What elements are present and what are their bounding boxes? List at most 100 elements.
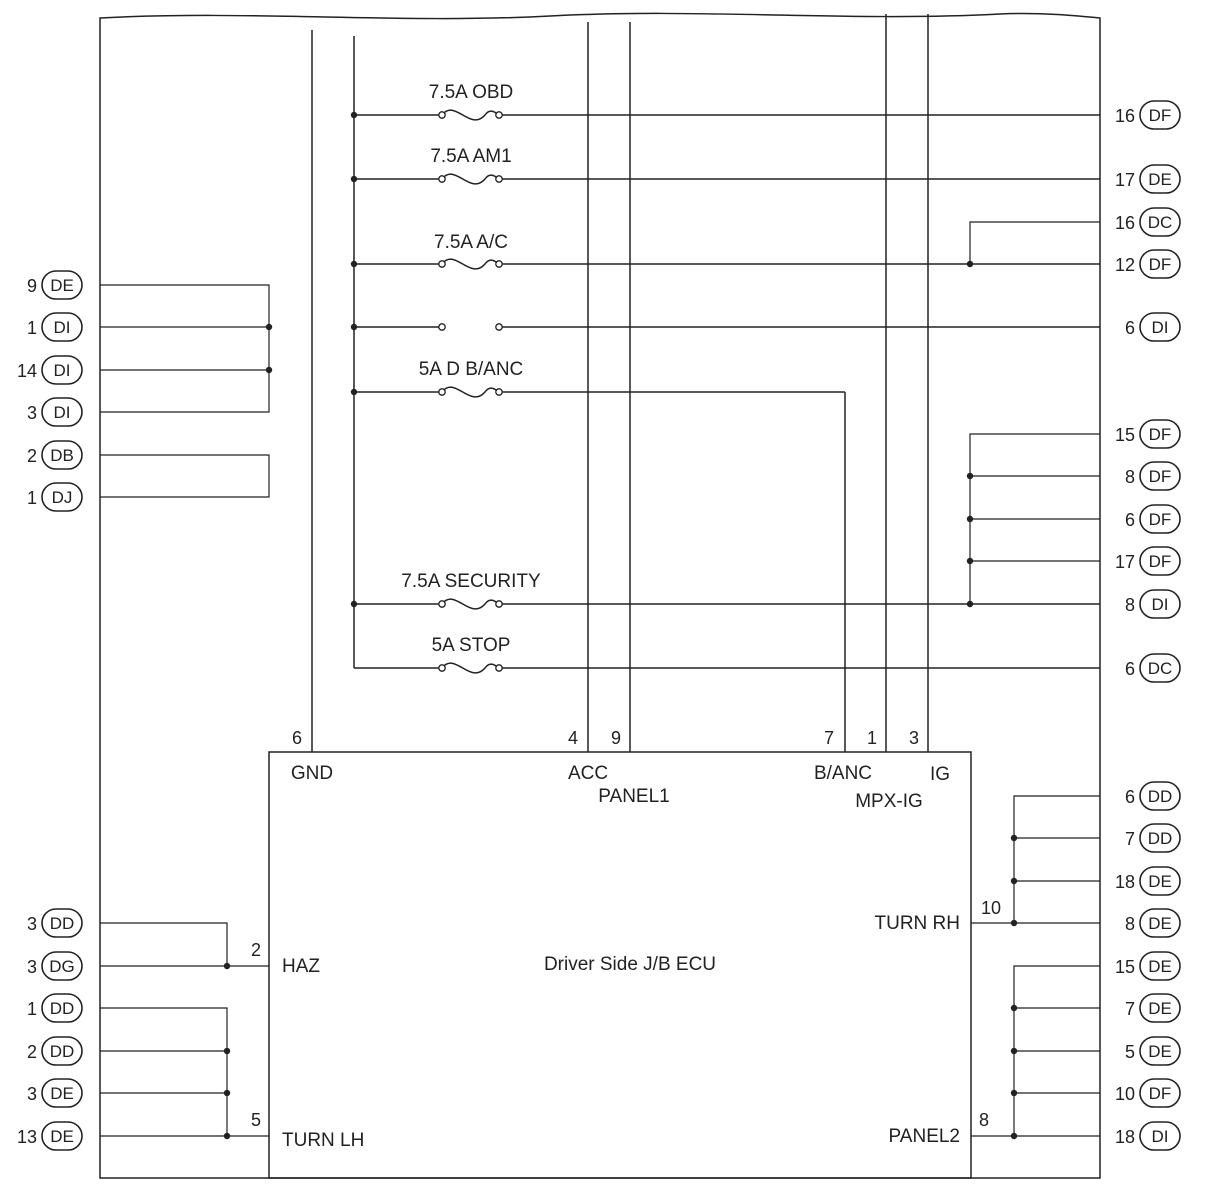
connector-pill [41, 1121, 83, 1151]
connector-code: DE [1148, 914, 1172, 933]
left-connector-0: DE9 [27, 270, 83, 300]
connector-pin: 1 [27, 488, 37, 508]
connector-pin: 6 [1125, 510, 1135, 530]
connector-pill [41, 951, 83, 981]
terminal-turn-lh: TURN LH [282, 1130, 364, 1151]
right-upper-wiring [969, 221, 1100, 604]
connector-pill [1139, 461, 1181, 491]
right-connector-14: DE 8 [1125, 908, 1181, 938]
connector-code: DI [1152, 1127, 1169, 1146]
left-connector-7: DG3 [27, 951, 83, 981]
connector-pill [1139, 951, 1181, 981]
fuse-labels: 7.5A OBD 7.5A AM1 7.5A A/C 5A D B/ANC 7.… [401, 82, 541, 656]
junction-block-outline [99, 12, 1101, 1179]
connector-code: DJ [52, 488, 73, 507]
connector-code: DF [1149, 425, 1172, 444]
connector-code: DB [50, 446, 74, 465]
connector-pill [1139, 546, 1181, 576]
connector-pin: 18 [1115, 872, 1135, 892]
left-connector-10: DE3 [27, 1078, 83, 1108]
terminal-banc: B/ANC [814, 763, 872, 784]
right-connector-7: DF 6 [1125, 504, 1181, 534]
left-connector-9: DD2 [27, 1036, 83, 1066]
connector-pin: 8 [1125, 595, 1135, 615]
pin-panel1: 9 [611, 728, 621, 748]
connector-pill [41, 1078, 83, 1108]
fuse-label-security: 7.5A SECURITY [401, 571, 541, 592]
fuse-label-d-banc: 5A D B/ANC [419, 359, 524, 380]
connector-pill [41, 355, 83, 385]
connector-code: DF [1149, 1084, 1172, 1103]
connector-code: DC [1148, 213, 1173, 232]
terminal-acc: ACC [568, 763, 608, 784]
connector-pill [41, 993, 83, 1023]
connector-pill [41, 270, 83, 300]
terminal-ig: IG [930, 764, 950, 785]
connector-code: DE [50, 1127, 74, 1146]
connector-pill [1139, 993, 1181, 1023]
connector-code: DE [1148, 872, 1172, 891]
connector-pill [1139, 589, 1181, 619]
connector-pin: 2 [27, 446, 37, 466]
connector-code: DI [54, 318, 71, 337]
connector-code: DE [50, 1084, 74, 1103]
pin-haz: 2 [251, 940, 261, 960]
connector-code: DE [1148, 170, 1172, 189]
connector-pin: 16 [1115, 213, 1135, 233]
connector-code: DD [1148, 829, 1173, 848]
right-connector-13: DE 18 [1115, 866, 1181, 896]
connector-pill [1139, 823, 1181, 853]
connector-pin: 8 [1125, 467, 1135, 487]
connector-pill [1139, 164, 1181, 194]
left-connector-1: DI1 [27, 312, 83, 342]
connector-pin: 8 [1125, 914, 1135, 934]
connector-pill [1139, 653, 1181, 683]
connector-pin: 6 [1125, 659, 1135, 679]
junction-dots [223, 111, 1018, 1140]
connector-code: DF [1149, 510, 1172, 529]
ecu-pin-numbers: 6 4 9 7 1 3 2 5 10 8 [251, 728, 1001, 1130]
connector-pin: 12 [1115, 255, 1135, 275]
fuse-label-ac: 7.5A A/C [434, 232, 508, 253]
left-connector-4: DB 2 [27, 440, 83, 470]
left-connector-8: DD1 [27, 993, 83, 1023]
pin-panel2: 8 [979, 1110, 989, 1130]
left-connector-3: DI3 [27, 397, 83, 427]
connector-pill [1139, 866, 1181, 896]
terminal-panel2: PANEL2 [889, 1126, 960, 1147]
connector-pill [1139, 207, 1181, 237]
right-connector-4: DI6 [1125, 312, 1181, 342]
connector-pill [41, 908, 83, 938]
fuse-circuits [354, 109, 1100, 674]
connector-code: DD [50, 1042, 75, 1061]
fuse-label-obd: 7.5A OBD [429, 82, 514, 103]
connector-pin: 16 [1115, 106, 1135, 126]
connector-code: DI [1152, 595, 1169, 614]
pin-gnd: 6 [292, 728, 302, 748]
right-connector-1: DE 17 [1115, 164, 1181, 194]
left-connector-6: DD3 [27, 908, 83, 938]
connector-pin: 5 [1125, 1042, 1135, 1062]
connector-pill [41, 1036, 83, 1066]
right-connector-16: DE7 [1125, 993, 1181, 1023]
ecu-terminal-labels: GND ACC PANEL1 B/ANC MPX-IG IG HAZ TURN … [282, 763, 960, 1151]
connector-pin: 13 [17, 1127, 37, 1147]
connector-pin: 3 [27, 957, 37, 977]
connector-code: DD [1148, 787, 1173, 806]
connector-code: DE [1148, 1042, 1172, 1061]
connector-pill [1139, 100, 1181, 130]
pin-mpxig: 1 [867, 728, 877, 748]
terminal-mpxig: MPX-IG [855, 791, 923, 812]
connector-pill [1139, 504, 1181, 534]
fuse-terminals [438, 111, 503, 672]
left-upper-wiring [100, 284, 270, 498]
right-connector-10: DC6 [1125, 653, 1181, 683]
connector-pin: 17 [1115, 170, 1135, 190]
left-lower-wiring [100, 922, 269, 1137]
connector-code: DI [54, 361, 71, 380]
